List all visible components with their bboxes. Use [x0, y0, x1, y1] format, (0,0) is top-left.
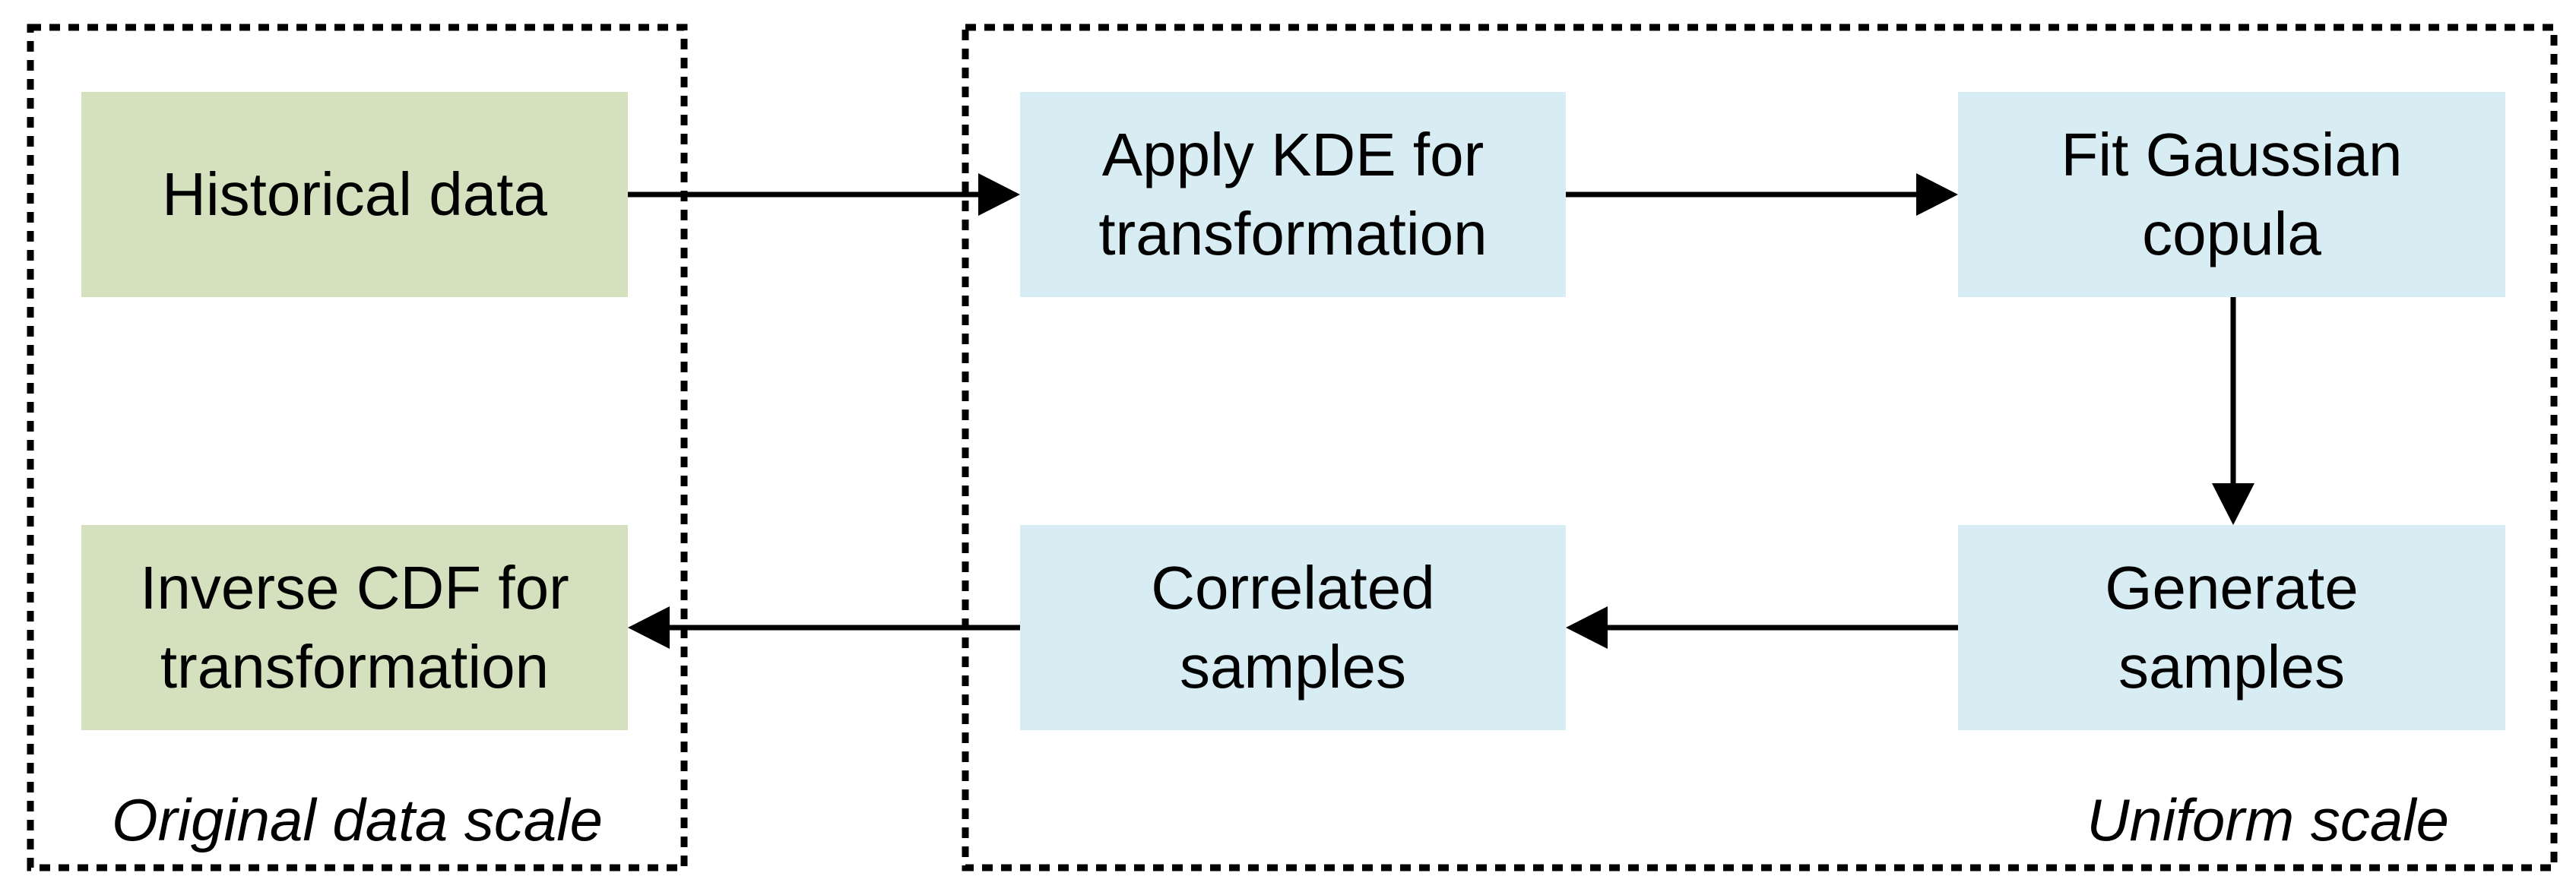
- arrow-kde-to-copula: [1566, 173, 1958, 216]
- apply-kde-label: Apply KDE for transformation: [1098, 121, 1488, 267]
- correlated-samples-label: Correlated samples: [1151, 554, 1435, 701]
- generate-samples-label: Generate samples: [2105, 554, 2359, 701]
- fit-gaussian-copula-node: Fit Gaussian copula: [1958, 92, 2505, 297]
- historical-data-label: Historical data: [162, 160, 547, 228]
- uniform-scale-region: [962, 24, 2558, 871]
- fit-gaussian-copula-label: Fit Gaussian copula: [2061, 121, 2403, 267]
- correlated-samples-node: Correlated samples: [1020, 525, 1566, 730]
- arrow-copula-to-generate: [2212, 297, 2254, 525]
- original-data-scale-label: Original data scale: [111, 786, 603, 853]
- arrow-historical-to-kde: [628, 173, 1020, 216]
- uniform-scale-label: Uniform scale: [2086, 786, 2449, 853]
- generate-samples-node: Generate samples: [1958, 525, 2505, 730]
- apply-kde-node: Apply KDE for transformation: [1020, 92, 1566, 297]
- arrow-generate-to-correlated: [1566, 606, 1958, 649]
- inverse-cdf-label: Inverse CDF for transformation: [140, 554, 569, 701]
- arrow-correlated-to-inverse-cdf: [628, 606, 1020, 649]
- inverse-cdf-node: Inverse CDF for transformation: [81, 525, 628, 730]
- historical-data-node: Historical data: [81, 92, 628, 297]
- original-data-scale-region: [27, 24, 688, 871]
